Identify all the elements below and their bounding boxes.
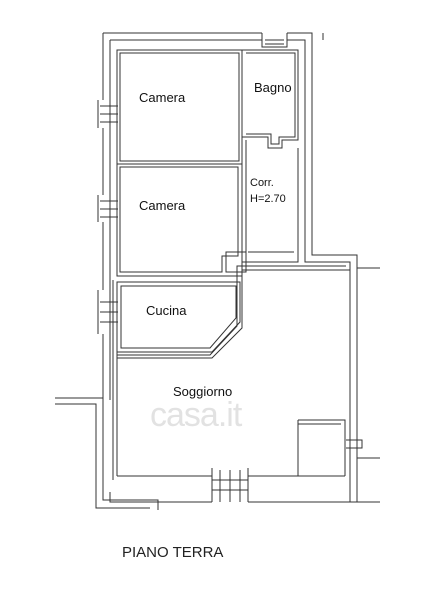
room-soggiorno-wall [117, 269, 351, 440]
window-left-3 [97, 290, 118, 334]
bottom-left-wall [55, 397, 159, 510]
window-left-2 [97, 195, 118, 222]
room-soggiorno-wall-inner [117, 265, 346, 356]
window-bottom [211, 468, 249, 502]
room-camera-mid-wall-inner [119, 166, 239, 273]
outer-wall [103, 32, 358, 502]
room-camera-top-wall [116, 49, 243, 165]
room-label-cucina: Cucina [146, 303, 187, 318]
window-top [261, 33, 288, 48]
room-label-camera-mid: Camera [139, 198, 186, 213]
room-label-camera-top: Camera [139, 90, 186, 105]
partition [297, 419, 346, 477]
room-bagno-wall-inner [246, 52, 296, 145]
soggiorno-left-wall [112, 280, 118, 480]
watermark: casa.it [150, 396, 242, 434]
corridor-closet [225, 251, 247, 273]
room-cucina-wall-inner [120, 285, 237, 349]
room-camera-mid-wall [116, 163, 243, 277]
right-aux-wall [322, 33, 380, 269]
room-bagno-wall [242, 49, 299, 149]
room-label-corridor: Corr. [250, 177, 274, 189]
room-camera-top-wall-inner [119, 52, 240, 162]
window-left-1 [97, 100, 118, 128]
floor-label: PIANO TERRA [122, 544, 224, 561]
right-lower-wall [346, 439, 380, 503]
room-label-soggiorno: Soggiorno [173, 384, 233, 399]
room-label-corridor-height: H=2.70 [250, 193, 286, 205]
bottom-wall [109, 475, 357, 503]
room-label-bagno: Bagno [254, 80, 292, 95]
